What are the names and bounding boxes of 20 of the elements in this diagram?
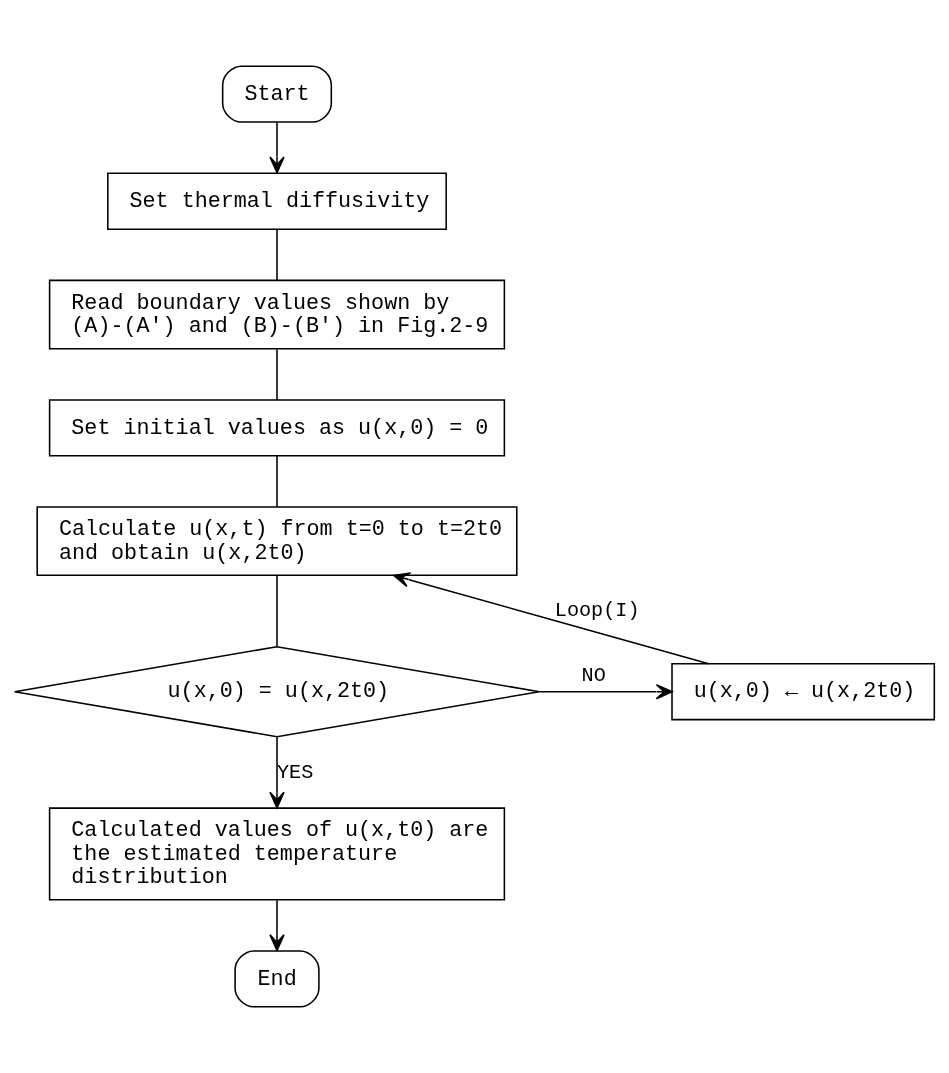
connector [276,574,278,648]
edge-label: Loop(I) [554,599,640,623]
connector [276,455,278,508]
node-box: Set initial values as u(x,0) = 0 [48,399,506,457]
node-box: Set thermal diffusivity [107,172,447,230]
arrow [269,735,285,809]
node-box: End [234,950,320,1008]
node-box: Read boundary values shown by (A)-(A') and (B)-(B') in Fig.2-9 [48,279,506,350]
node-box: Calculate u(x,t) from t=0 to t=2t0 and obtain u(x,2t0) [36,506,518,577]
arrow [393,572,710,665]
arrow [269,899,285,952]
arrow [538,683,673,700]
connector [276,228,278,282]
node-box: u(x,0) ← u(x,2t0) [671,663,936,721]
edge-label: NO [581,664,606,688]
arrow [269,121,285,174]
node-box: Calculated values of u(x,t0) are the estimated temperature distribution [48,807,506,901]
node-box: Start [221,65,333,123]
connector [276,348,278,401]
node-diamond: u(x,0) = u(x,2t0) [13,645,541,738]
